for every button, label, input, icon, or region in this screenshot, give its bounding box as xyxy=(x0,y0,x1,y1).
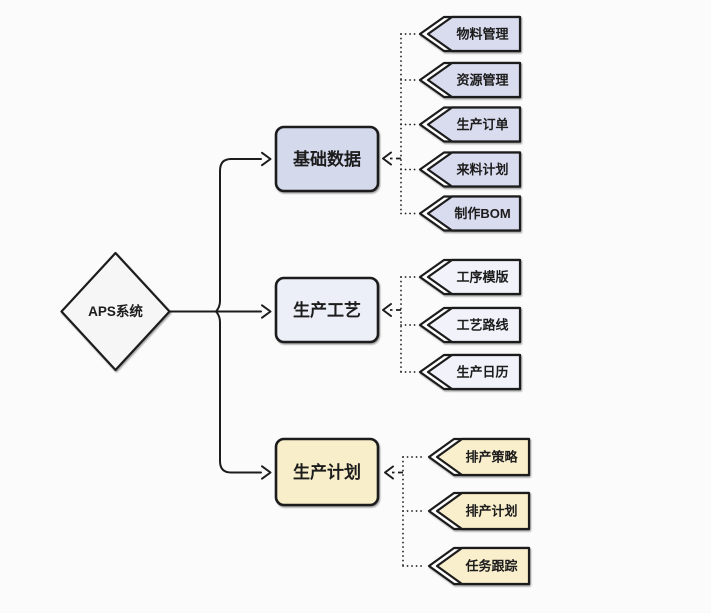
dashed-arrows xyxy=(382,151,403,480)
subnode-label: 来料计划 xyxy=(455,162,508,177)
node-basic-data-label: 基础数据 xyxy=(292,149,361,169)
fan-basic-data xyxy=(400,33,418,215)
subnode-label: 排产策略 xyxy=(465,450,518,465)
subnode-inner-shape xyxy=(435,491,531,531)
subnode-make-bom[interactable]: 制作BOM xyxy=(418,195,522,232)
node-production-plan[interactable]: 生产计划 xyxy=(274,437,380,507)
subnode-inner-shape xyxy=(426,195,522,232)
arrowhead-basic-data xyxy=(261,151,272,167)
subnode-production-order[interactable]: 生产订单 xyxy=(418,106,522,143)
connector-root-to-basic-data xyxy=(215,158,262,313)
fan-production-process xyxy=(400,276,418,373)
root-node-aps[interactable]: APS系统 xyxy=(60,251,171,372)
subnode-material-management[interactable]: 物料管理 xyxy=(418,15,522,53)
node-production-plan-label: 生产计划 xyxy=(293,462,361,482)
connector-root-to-production-plan xyxy=(215,310,262,474)
dashed-arrowhead-production-plan xyxy=(384,465,394,480)
subnode-incoming-material-plan[interactable]: 来料计划 xyxy=(418,151,522,188)
node-production-process-shape xyxy=(274,276,380,344)
node-production-process-label: 生产工艺 xyxy=(293,300,361,320)
dashed-arrowhead-production-process xyxy=(382,303,392,317)
subnode-label: 物料管理 xyxy=(456,27,508,42)
subnode-inner-shape xyxy=(426,258,522,296)
fan-production-plan xyxy=(402,456,426,567)
node-basic-data[interactable]: 基础数据 xyxy=(274,125,380,193)
subnode-label: 工艺路线 xyxy=(456,318,508,333)
arrowhead-production-plan xyxy=(261,465,272,480)
subnode-inner-shape xyxy=(435,546,531,586)
subnode-resource-management[interactable]: 资源管理 xyxy=(418,61,522,99)
dashed-arrowhead-basic-data xyxy=(382,151,392,166)
subnode-inner-shape xyxy=(435,437,531,477)
subnode-production-calendar[interactable]: 生产日历 xyxy=(418,353,522,391)
node-production-process[interactable]: 生产工艺 xyxy=(274,276,380,344)
subnode-label: 工序模版 xyxy=(456,270,508,285)
subnode-label: 生产订单 xyxy=(456,117,508,132)
root-diamond-shape xyxy=(60,251,171,372)
subnode-inner-shape xyxy=(426,306,522,344)
root-label: APS系统 xyxy=(88,303,143,319)
subnode-label: 制作BOM xyxy=(454,206,510,221)
subnode-label: 生产日历 xyxy=(456,365,508,380)
node-basic-data-shape xyxy=(274,125,380,193)
subnode-scheduling-strategy[interactable]: 排产策略 xyxy=(427,437,531,477)
subnode-label: 任务跟踪 xyxy=(464,559,517,574)
subnode-task-tracking[interactable]: 任务跟踪 xyxy=(427,546,531,586)
subnode-inner-shape xyxy=(426,353,522,391)
subnode-inner-shape xyxy=(426,106,522,143)
subnode-label: 资源管理 xyxy=(456,73,508,88)
arrowhead-production-process xyxy=(261,304,272,319)
connectors-solid xyxy=(169,151,272,480)
subnode-process-template[interactable]: 工序模版 xyxy=(418,258,522,296)
subnode-inner-shape xyxy=(426,15,522,53)
subnode-inner-shape xyxy=(426,61,522,99)
subnode-inner-shape xyxy=(426,151,522,188)
subnode-scheduling-plan[interactable]: 排产计划 xyxy=(427,491,531,531)
subnode-process-route[interactable]: 工艺路线 xyxy=(418,306,522,344)
node-production-plan-shape xyxy=(274,437,380,507)
subnode-label: 排产计划 xyxy=(465,504,517,519)
